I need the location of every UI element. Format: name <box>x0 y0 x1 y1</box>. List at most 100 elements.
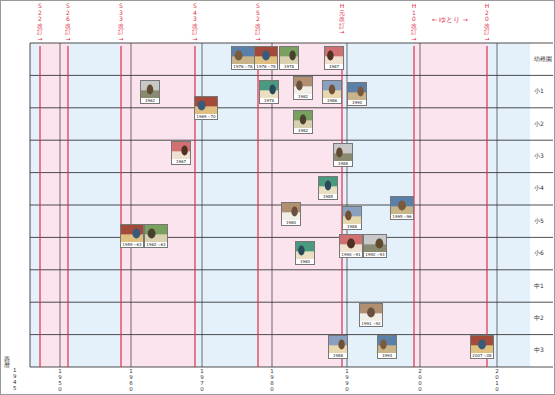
artwork-thumbnail: 1982 <box>293 76 313 100</box>
year-tick: 1950 <box>57 368 63 392</box>
artwork-thumbnail: 1990～91 <box>339 234 363 258</box>
artwork-picture <box>343 207 361 224</box>
year-caption: 2007～08 <box>471 353 493 358</box>
year-caption: 1962～63 <box>145 242 167 247</box>
artwork-picture <box>255 47 277 64</box>
year-caption: 1976～78 <box>255 64 277 69</box>
artwork-thumbnail: 1962～63 <box>144 224 168 248</box>
year-caption: 1992～93 <box>364 252 386 257</box>
grade-label: 中3 <box>534 346 544 355</box>
year-tick: 2000 <box>417 368 423 392</box>
grade-label: 幼稚園 <box>534 55 552 64</box>
grade-label: 中2 <box>534 314 544 323</box>
year-caption: 1969～70 <box>195 114 217 119</box>
artwork-thumbnail: 1962 <box>140 80 160 104</box>
artwork-picture <box>360 304 382 321</box>
year-caption: 1978 <box>280 64 298 69</box>
artwork-thumbnail: 1978 <box>259 80 279 104</box>
artwork-picture <box>378 336 396 353</box>
year-caption: 1976～78 <box>232 64 254 69</box>
year-caption: 1978 <box>260 98 278 103</box>
artwork-thumbnail: 1992～93 <box>363 234 387 258</box>
year-caption: 1980 <box>282 220 300 225</box>
year-caption: 1982 <box>294 94 312 99</box>
revision-label: S26改訂→ <box>65 3 71 43</box>
artwork-thumbnail: 1985 <box>318 176 338 200</box>
revision-label: H20改訂→ <box>484 3 490 43</box>
artwork-picture <box>364 235 386 252</box>
artwork-picture <box>325 47 343 64</box>
artwork-thumbnail: 1976～78 <box>231 46 255 70</box>
grade-label: 小1 <box>534 87 544 96</box>
year-caption: 1990～91 <box>340 252 362 257</box>
revision-label: S33改訂→ <box>118 3 124 43</box>
artwork-picture <box>340 235 362 252</box>
artwork-picture <box>141 81 159 98</box>
row-lines <box>30 43 553 367</box>
artwork-thumbnail: 1959～63 <box>120 224 144 248</box>
artwork-picture <box>294 111 312 128</box>
artwork-picture <box>334 144 352 161</box>
revision-label: S52改訂→ <box>255 3 261 43</box>
revision-label: S22改訂→ <box>37 3 43 43</box>
artwork-picture <box>145 225 167 242</box>
artwork-picture <box>319 177 337 194</box>
artwork-picture <box>282 203 300 220</box>
grade-label: 小2 <box>534 120 544 129</box>
artwork-thumbnail: 2007～08 <box>470 335 494 359</box>
year-tick: 1990 <box>344 368 350 392</box>
artwork-thumbnail: 1978 <box>279 46 299 70</box>
year-caption: 1980 <box>296 259 314 264</box>
artwork-picture <box>348 83 366 100</box>
artwork-thumbnail: 1995～96 <box>390 196 414 220</box>
year-caption: 1988 <box>329 353 347 358</box>
year-caption: 1991～92 <box>360 321 382 326</box>
artwork-picture <box>294 77 312 94</box>
artwork-thumbnail: 1987 <box>324 46 344 70</box>
artwork-thumbnail: 1988 <box>328 335 348 359</box>
year-tick: 2010 <box>494 368 500 392</box>
artwork-picture <box>280 47 298 64</box>
artwork-thumbnail: 1990 <box>347 82 367 106</box>
era-note: ← ゆとり → <box>432 16 468 25</box>
year-caption: 1990 <box>348 100 366 105</box>
revision-label: H元改訂→ <box>339 3 345 36</box>
year-caption: 1962 <box>141 98 159 103</box>
artwork-thumbnail: 1986 <box>322 80 342 104</box>
year-caption: 1982 <box>294 128 312 133</box>
artwork-picture <box>121 225 143 242</box>
artwork-picture <box>471 336 493 353</box>
artwork-picture <box>172 142 190 159</box>
year-caption: 1986 <box>323 98 341 103</box>
axis-title: 西暦 <box>4 356 10 368</box>
year-caption: 1995～96 <box>391 214 413 219</box>
year-caption: 1988 <box>334 161 352 166</box>
artwork-picture <box>260 81 278 98</box>
artwork-picture <box>232 47 254 64</box>
year-caption: 1985 <box>319 194 337 199</box>
artwork-thumbnail: 1980 <box>295 241 315 265</box>
artwork-picture <box>296 242 314 259</box>
year-tick: 1980 <box>269 368 275 392</box>
year-caption: 1994 <box>378 353 396 358</box>
artwork-picture <box>323 81 341 98</box>
artwork-thumbnail: 1982 <box>293 110 313 134</box>
artwork-thumbnail: 1976～78 <box>254 46 278 70</box>
year-caption: 1959～63 <box>121 242 143 247</box>
year-tick: 1970 <box>199 368 205 392</box>
year-tick: 1960 <box>128 368 134 392</box>
year-tick: 1945 <box>12 367 18 391</box>
artwork-thumbnail: 1988 <box>342 206 362 230</box>
revision-label: S43改訂→ <box>192 3 198 43</box>
grade-label: 小4 <box>534 184 544 193</box>
artwork-thumbnail: 1980 <box>281 202 301 226</box>
artwork-picture <box>329 336 347 353</box>
decade-lines <box>60 43 497 367</box>
artwork-thumbnail: 1969～70 <box>194 96 218 120</box>
revision-lines <box>40 46 487 367</box>
artwork-thumbnail: 1994 <box>377 335 397 359</box>
year-caption: 1988 <box>343 224 361 229</box>
grade-label: 小3 <box>534 152 544 161</box>
